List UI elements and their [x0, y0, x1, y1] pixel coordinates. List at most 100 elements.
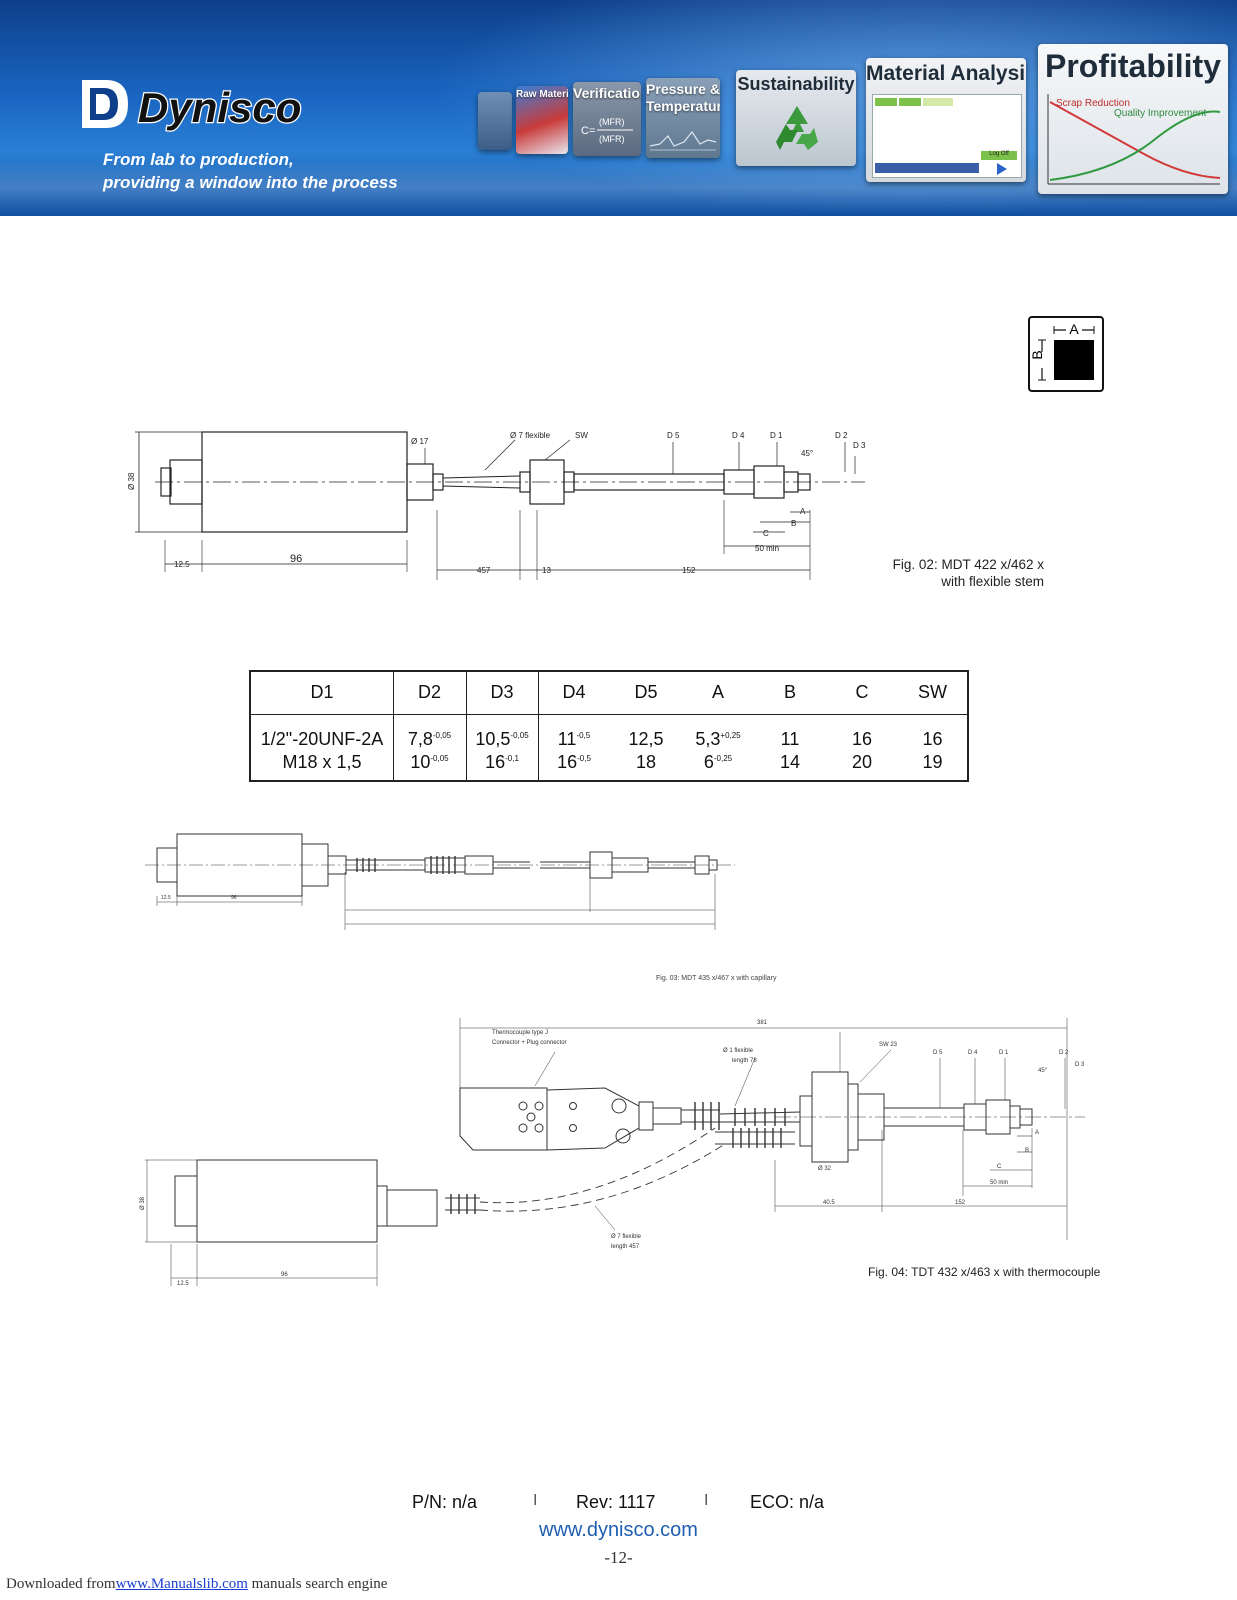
fig2-label-a: A [800, 507, 806, 516]
tile-raw-materials: Raw Materials [516, 86, 568, 154]
tile-profitability-title: Profitability [1044, 48, 1221, 84]
table-row2-d1: M18 x 1,5 [282, 752, 362, 772]
table-header-d4: D4 [562, 682, 586, 702]
fig4-label-125: 12.5 [177, 1281, 189, 1287]
footer-eco: ECO: n/a [750, 1492, 825, 1512]
footer-separator-1: I [533, 1492, 538, 1509]
fig3-caption: Fig. 03: MDT 435 x/467 x with capillary [656, 975, 777, 982]
table-row2-a: 6-0,25 [703, 752, 733, 772]
svg-text:(MFR): (MFR) [599, 134, 625, 144]
tile-pressure-title-2: Temperature [646, 98, 720, 114]
tile-profitability: Profitability Scrap Reduction Quality Im… [1038, 44, 1228, 194]
fig2-label-13: 13 [542, 566, 551, 575]
fig2-label-457: 457 [477, 566, 491, 575]
fig4-caption: Fig. 04: TDT 432 x/463 x with thermocoup… [868, 1265, 1101, 1279]
table-row2-c: 20 [851, 752, 873, 772]
analysis-screen: Log Off [872, 94, 1022, 178]
footer-website-link[interactable]: www.dynisco.com [539, 1519, 698, 1541]
mfr-formula-icon: C= (MFR) (MFR) [581, 117, 633, 144]
fig4-label-d3: D 3 [1075, 1062, 1085, 1068]
fig2-label-d3: D 3 [853, 441, 866, 450]
fig2-label-d17: Ø 17 [411, 437, 429, 446]
table-header-d3: D3 [490, 682, 514, 702]
fig2-label-d7: Ø 7 flexible [510, 431, 551, 440]
table-header-c: C [855, 682, 869, 702]
fig4-label-flex7: Ø 7 flexible [611, 1234, 642, 1240]
tagline: From lab to production, providing a wind… [103, 148, 398, 194]
fig2-label-d38: Ø 38 [127, 472, 136, 490]
fig3-drawing: 12.5 96 [145, 833, 735, 930]
table-header-sw: SW [918, 682, 947, 702]
symbol-a-label: A [1069, 321, 1079, 337]
fig4-label-tc2: Connector + Plug connector [492, 1040, 567, 1046]
fig2-label-d1: D 1 [770, 431, 783, 440]
tile-photo [478, 92, 512, 150]
fig4-label-d1: D 1 [999, 1050, 1009, 1056]
table-row1-d1: 1/2"-20UNF-2A [260, 729, 384, 749]
table-header-d1: D1 [310, 682, 334, 702]
fig4-label-flex1: Ø 1 flexible [723, 1048, 754, 1054]
footer-rev: Rev: 1117 [576, 1492, 656, 1512]
fig4-label-flex1b: length 78 [732, 1058, 757, 1064]
table-row2-d4: 16-0,5 [557, 752, 591, 772]
table-row1-d4: 11-0,5 [557, 729, 591, 749]
fig4-label-a45: 45° [1038, 1068, 1048, 1074]
fig4-label-50min: 50 min [990, 1180, 1008, 1186]
fig3-label-96: 96 [231, 895, 237, 901]
fig2-caption: Fig. 02: MDT 422 x/462 x with flexible s… [886, 556, 1044, 590]
recycle-icon [776, 106, 818, 150]
table-header-a: A [711, 682, 724, 702]
svg-text:(MFR): (MFR) [599, 117, 625, 127]
tile-raw-materials-title: Raw Materials [516, 89, 568, 100]
tile-material-analysis: Material Analysis Log Off [866, 58, 1026, 182]
table-header-d2: D2 [417, 682, 441, 702]
table-row1-b: 11 [780, 729, 800, 749]
fig4-label-96: 96 [281, 1272, 288, 1278]
fig2-drawing: Ø 38 Ø 17 Ø 7 flexible SW D 5 D 4 D 1 D … [127, 431, 866, 580]
fig2-caption-line-1: Fig. 02: MDT 422 x/462 x [892, 557, 1044, 572]
fig2-caption-line-2: with flexible stem [941, 574, 1044, 589]
profitability-chart-icon: Scrap Reduction Quality Improvement [1047, 94, 1221, 185]
pressure-graph-icon [650, 130, 716, 151]
table-row1-a: 5,3+0,25 [695, 729, 741, 749]
fig3-label-125: 12.5 [161, 895, 171, 901]
table-header-d5: D5 [634, 682, 658, 702]
fig4-label-sw23: SW 23 [879, 1042, 898, 1048]
fig4-label-d4: D 4 [968, 1050, 978, 1056]
table-row1-sw: 16 [922, 729, 943, 749]
download-note: Downloaded fromwww.Manualslib.com manual… [6, 1576, 387, 1593]
svg-text:C=: C= [581, 125, 595, 137]
table-row1-d5: 12,5 [628, 729, 664, 749]
fig4-label-c: C [997, 1164, 1002, 1170]
fig2-label-c: C [763, 529, 769, 538]
logo-text: Dynisco [138, 84, 301, 131]
tile-sustainability: Sustainability [736, 70, 856, 166]
fig4-label-d2: D 2 [1059, 1050, 1069, 1056]
fig2-label-125: 12.5 [174, 560, 190, 569]
tile-pressure-title-1: Pressure & [646, 81, 720, 97]
table-row2-b: 14 [779, 752, 801, 772]
fig4-label-d5: D 5 [933, 1050, 943, 1056]
download-suffix: manuals search engine [247, 1576, 388, 1592]
tile-sustainability-title: Sustainability [737, 74, 855, 94]
fig2-label-d4: D 4 [732, 431, 745, 440]
fig4-label-152: 152 [955, 1200, 966, 1206]
tile-pressure-temperature: Pressure & Temperature [646, 78, 720, 158]
header-banner: Dynisco From lab to production, providin… [0, 0, 1237, 216]
fig2-label-d2: D 2 [835, 431, 848, 440]
banner-band [0, 160, 1237, 216]
fig2-label-152: 152 [682, 566, 696, 575]
fig4-label-381: 381 [757, 1020, 768, 1026]
table-row2-d5: 18 [635, 752, 657, 772]
fig4-label-flex7b: length 457 [611, 1244, 640, 1250]
table-row2-sw: 19 [922, 752, 943, 772]
tile-verification: Verification C= (MFR) (MFR) [573, 82, 641, 156]
tagline-line-1: From lab to production, [103, 150, 294, 169]
page-number: -12- [604, 1548, 633, 1567]
fig2-label-96: 96 [290, 553, 302, 565]
fig4-label-tc1: Thermocouple type J [492, 1030, 548, 1036]
fig4-drawing: 381 Thermocouple type J Connector + Plug… [140, 1018, 1085, 1287]
tagline-line-2: providing a window into the process [103, 173, 398, 192]
manualslib-link[interactable]: www.Manualslib.com [115, 1576, 248, 1592]
symbol-b-label: B [1029, 350, 1045, 359]
